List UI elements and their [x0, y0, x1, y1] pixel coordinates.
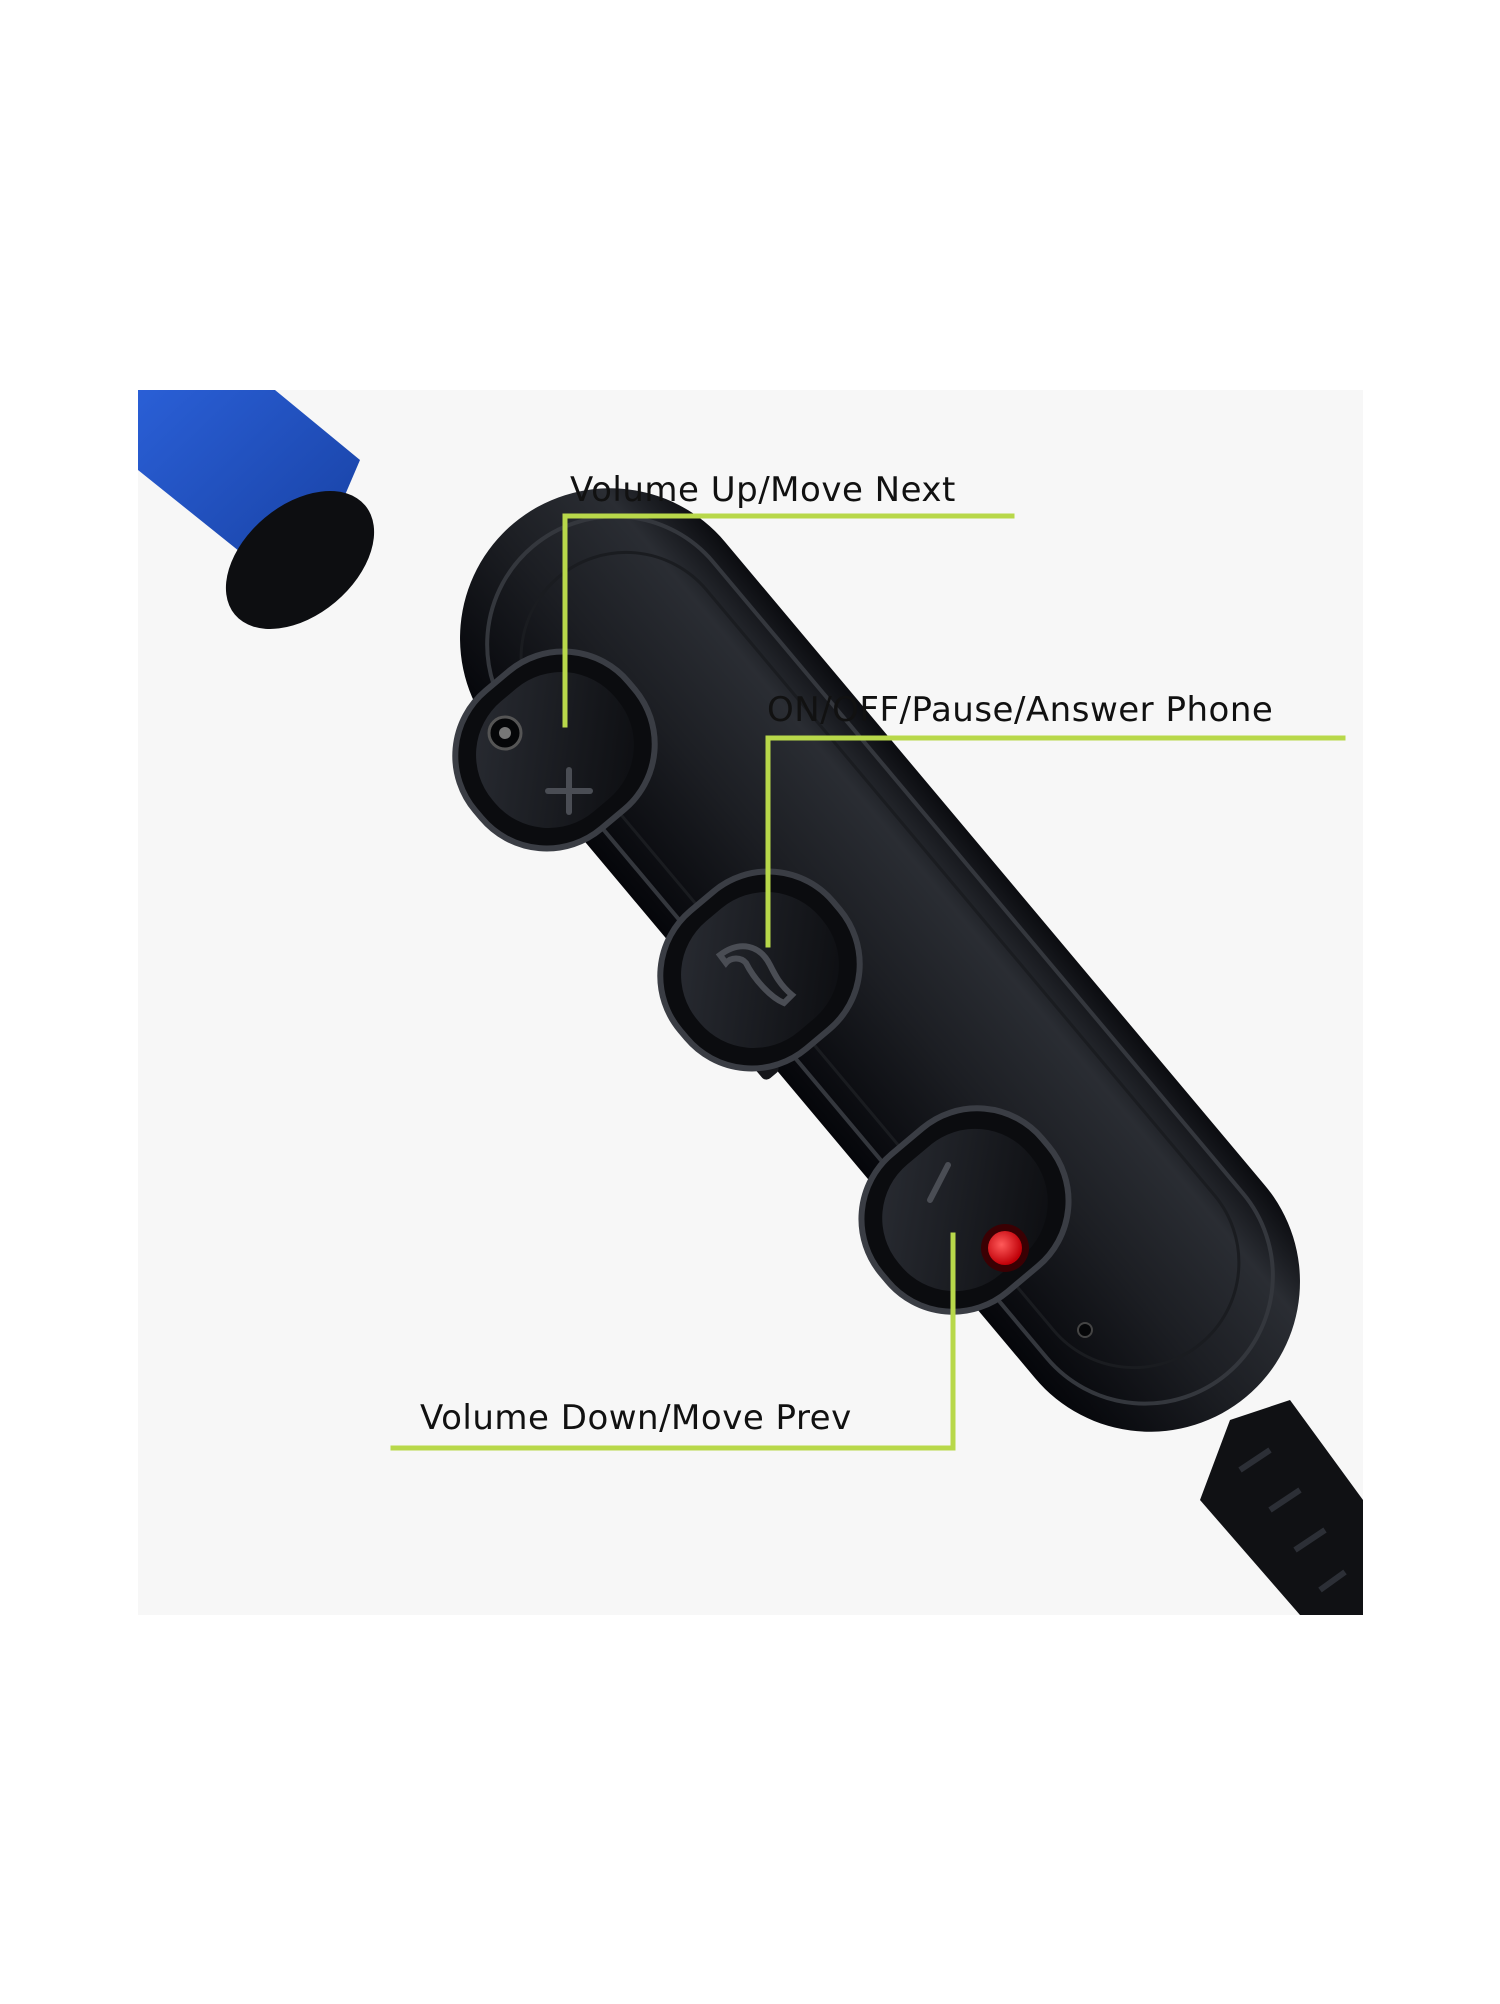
led-indicator: [981, 1224, 1029, 1272]
charging-port: [1077, 1322, 1093, 1338]
callout-label-volume-up: Volume Up/Move Next: [570, 470, 956, 510]
volume-up-button: [452, 648, 658, 852]
power-button: [657, 868, 863, 1072]
microphone-icon: [487, 715, 523, 751]
phone-icon: [715, 943, 797, 1007]
cable-collar: [225, 491, 375, 629]
plus-icon: [545, 767, 593, 815]
callout-line-volume-down: [390, 1232, 956, 1451]
callout-label-volume-down: Volume Down/Move Prev: [420, 1398, 852, 1438]
callout-line-volume-up: [562, 513, 1015, 728]
volume-down-button: [858, 1105, 1093, 1338]
black-cable: [1200, 1400, 1363, 1615]
callout-line-power: [765, 735, 1346, 948]
minus-icon: [927, 1162, 951, 1203]
callout-lines: [390, 513, 1346, 1451]
callout-label-power: ON/OFF/Pause/Answer Phone: [767, 690, 1274, 730]
